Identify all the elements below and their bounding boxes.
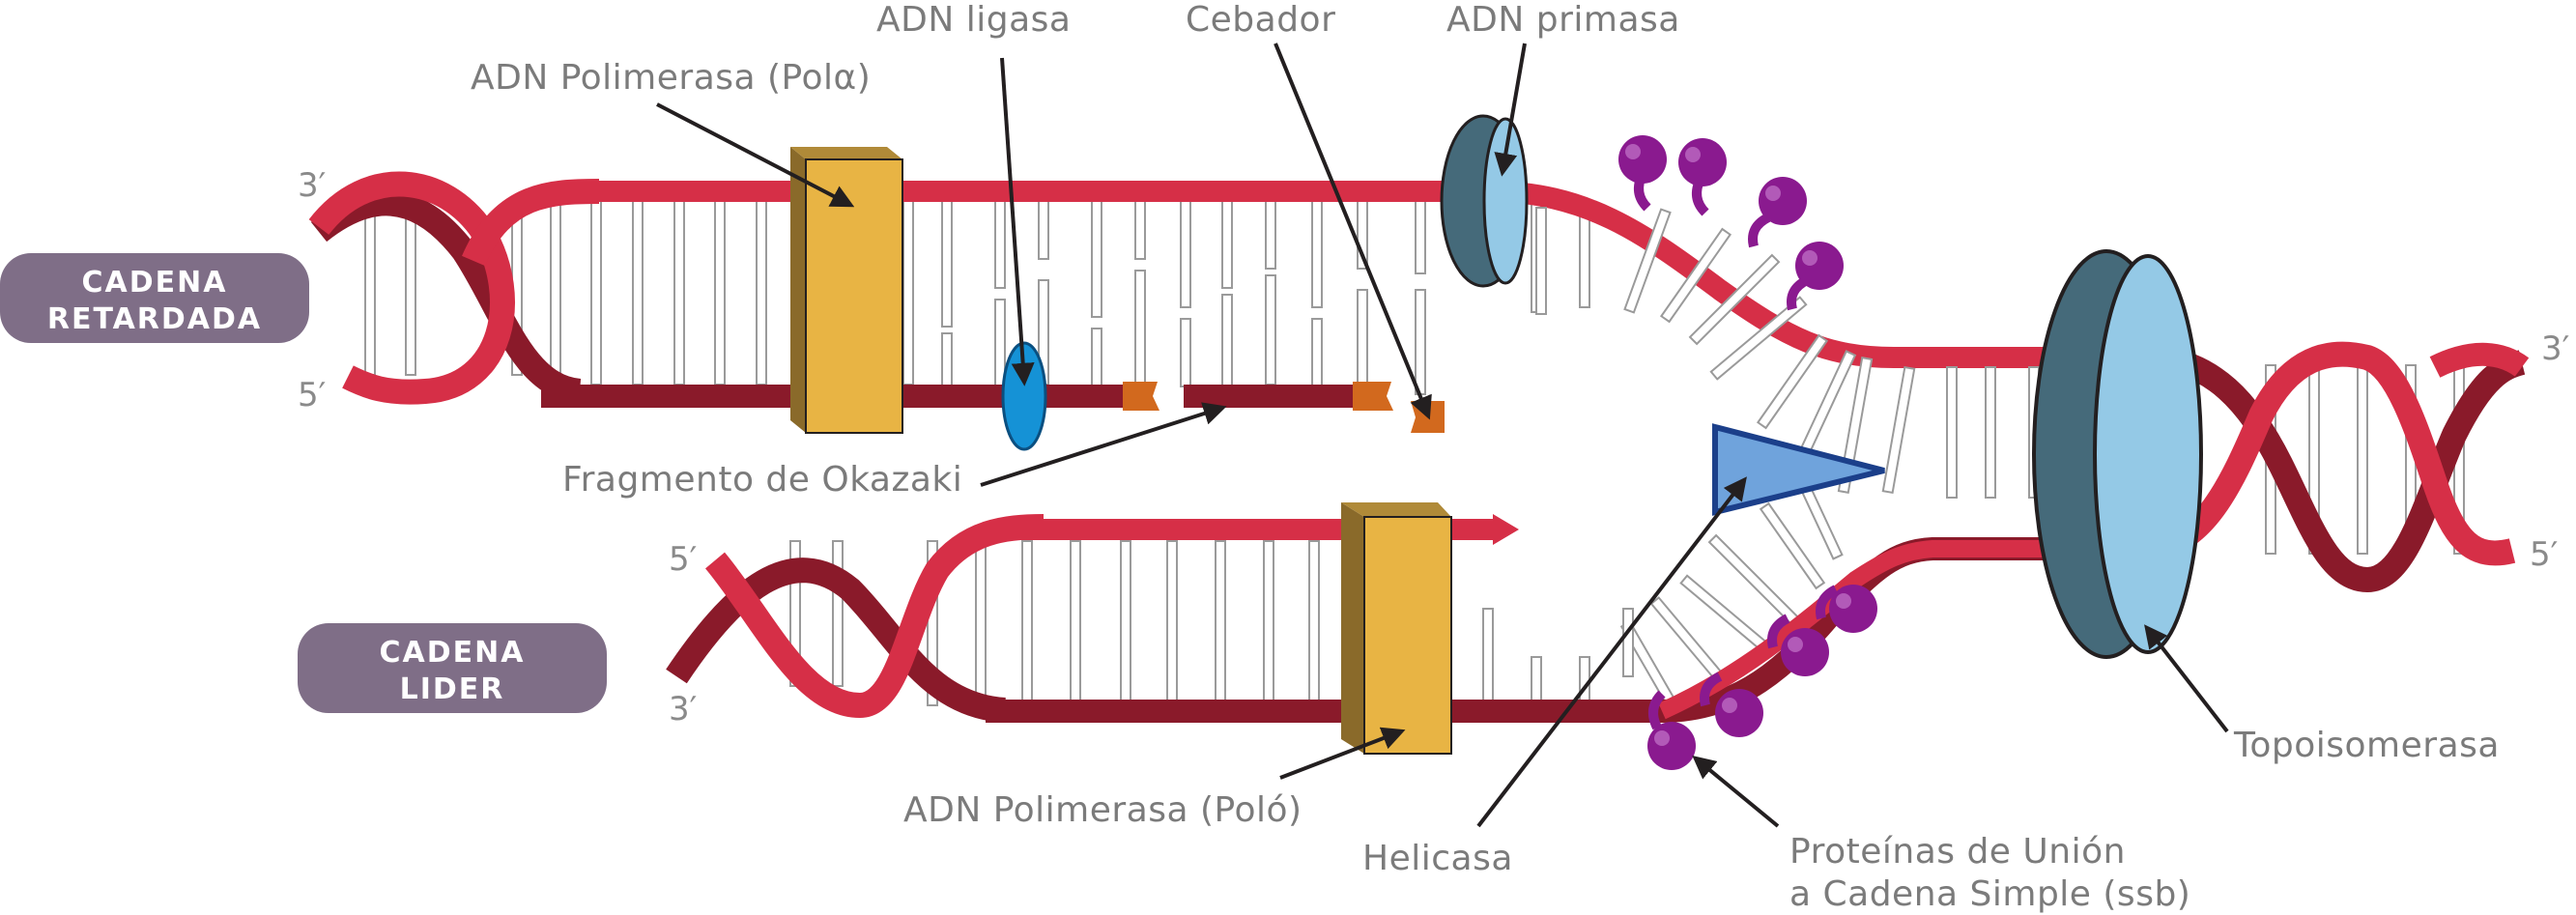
leading-rungs [789, 540, 1590, 706]
ssb-protein [1748, 177, 1807, 248]
ssb-protein [1700, 672, 1763, 737]
fork-open-rungs [1535, 207, 2040, 703]
leading-strand-pill: CADENA LIDER [298, 623, 607, 713]
pointer-ligase [1000, 57, 1035, 386]
right-helix-back [2144, 345, 2526, 593]
primer-2 [1353, 382, 1393, 411]
pill-leading-line1: CADENA [380, 636, 526, 670]
right-helix-front [2144, 341, 2516, 566]
end-right-5: 5′ [2530, 535, 2558, 574]
leading-helix-front [704, 514, 1045, 719]
lagging-rungs [364, 200, 1590, 395]
lagging-strand-pill: CADENA RETARDADA [0, 253, 309, 343]
label-pol-alpha: ADN Polimerasa (Polα) [471, 58, 871, 98]
leading-template-strand [986, 537, 2145, 723]
pointer-helicase [1476, 476, 1747, 828]
right-helix [2144, 341, 2530, 593]
pointer-okazaki [980, 402, 1227, 487]
label-ssb-line1: Proteínas de Unión [1789, 832, 2126, 872]
ssb-protein [1787, 242, 1844, 311]
label-primase: ADN primasa [1446, 0, 1680, 40]
ssb-protein [1678, 138, 1727, 216]
label-pol-delta: ADN Polimerasa (Poló) [903, 790, 1302, 830]
label-okazaki: Fragmento de Okazaki [562, 460, 962, 500]
label-primer: Cebador [1186, 0, 1335, 40]
end-top-left-5: 5′ [298, 376, 326, 415]
helicase-shape [1712, 423, 1885, 516]
label-ligase: ADN ligasa [876, 0, 1071, 40]
pointer-pol-delta [1279, 727, 1406, 780]
end-right-3: 3′ [2541, 329, 2569, 368]
primer-3 [1411, 401, 1445, 433]
lagging-template-strand [580, 181, 2145, 368]
pill-lagging-line1: CADENA [82, 266, 228, 300]
lagging-helix-back [310, 190, 583, 404]
pointer-pol-alpha [656, 102, 855, 208]
topoisomerase-shape [2032, 249, 2203, 659]
ssb-protein [1767, 614, 1829, 676]
pointer-ssb [1692, 755, 1780, 828]
label-ssb-line2: a Cadena Simple (ssb) [1789, 874, 2190, 914]
pointer-lines [656, 43, 2229, 828]
ssb-protein [1647, 690, 1696, 770]
ssb-proteins [1618, 135, 1877, 770]
pol-alpha-block [790, 147, 903, 434]
leading-new-strand-arrow [1493, 514, 1519, 545]
label-helicase: Helicasa [1362, 839, 1513, 878]
pill-leading-line2: LIDER [400, 672, 505, 706]
lagging-helix-front [308, 171, 515, 405]
pointer-primase [1494, 43, 1527, 177]
pointer-topoisomerase [2144, 624, 2229, 733]
lagging-duplex [308, 171, 2145, 433]
right-helix-tail [2429, 342, 2530, 378]
ssb-protein [1618, 135, 1667, 212]
end-bottom-left-3: 3′ [669, 690, 697, 729]
end-top-left-3: 3′ [298, 166, 326, 205]
end-bottom-left-5: 5′ [669, 540, 697, 579]
ssb-protein [1816, 585, 1877, 633]
primase-shape [1440, 114, 1529, 288]
pointer-primer [1274, 43, 1432, 420]
pill-lagging-line2: RETARDADA [47, 302, 262, 336]
label-topoisomerase: Topoisomerasa [2233, 726, 2500, 765]
primer-1 [1123, 382, 1159, 411]
leading-helix-back [666, 558, 1007, 723]
pol-delta-block [1341, 502, 1452, 755]
